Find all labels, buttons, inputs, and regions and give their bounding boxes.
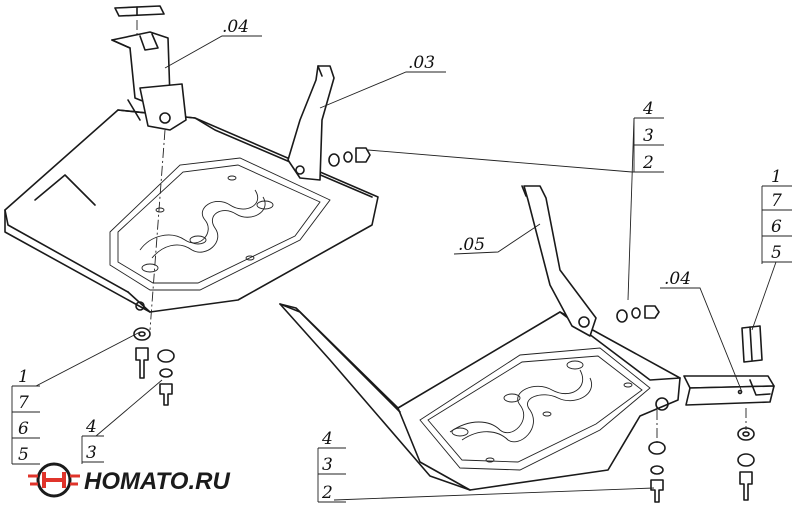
stack-bls-1: 3 (86, 443, 97, 463)
left-fastener-stack (133, 327, 175, 406)
left-strut (287, 65, 371, 181)
callout-right-strut: .05 (458, 235, 485, 255)
stack-fr-0: 1 (771, 167, 782, 187)
stack-bl-2: 6 (18, 419, 29, 439)
stack-tr-1: 3 (643, 126, 654, 146)
stack-fr-3: 5 (771, 243, 782, 263)
callout-left-strut: .03 (408, 53, 435, 73)
stack-bl-0: 1 (18, 367, 29, 387)
left-skid-plate (4, 109, 379, 313)
right-skid-plate (279, 303, 681, 491)
site-logo: HOMATO.RU (28, 462, 230, 498)
stack-bc-1: 3 (322, 455, 333, 475)
stack-bl-1: 7 (18, 393, 29, 413)
callout-labels: .04 .03 .05 .04 4 3 2 1 7 6 5 1 7 6 5 4 … (18, 17, 782, 503)
label-frames (11, 117, 792, 503)
stack-bl-3: 5 (18, 445, 29, 465)
right-strut (521, 185, 660, 337)
right-bracket (683, 325, 775, 406)
logo-text: HOMATO.RU (84, 468, 230, 495)
stack-fr-1: 7 (771, 191, 782, 211)
stack-bls-0: 4 (85, 417, 97, 437)
right-fastener-stacks (648, 427, 755, 503)
stack-bc-2: 2 (321, 483, 333, 503)
callout-top-bracket: .04 (222, 17, 249, 37)
top-spacer-plate (114, 5, 165, 17)
center-lines (136, 20, 747, 445)
stack-tr-2: 2 (642, 153, 654, 173)
stack-tr-0: 4 (642, 99, 654, 119)
callout-right-bracket: .04 (664, 269, 691, 289)
stack-bc-0: 4 (321, 429, 333, 449)
left-top-bracket (111, 31, 187, 131)
stack-fr-2: 6 (771, 217, 782, 237)
